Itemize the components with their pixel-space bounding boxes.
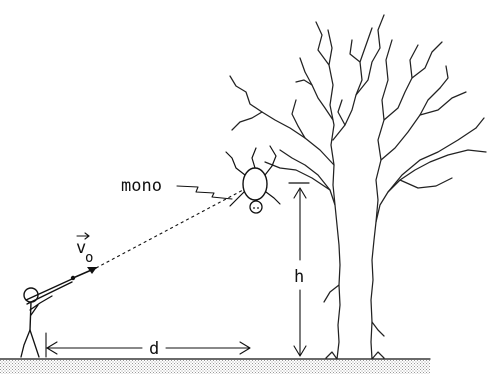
height-label: h: [294, 267, 304, 287]
tree: [229, 14, 487, 360]
monkey-figure: [225, 145, 281, 214]
monkey-pointer: [176, 185, 233, 200]
aim-line: [95, 189, 244, 269]
velocity-label: v o: [76, 232, 93, 266]
monkey-label: mono: [121, 176, 162, 196]
ground: [0, 358, 431, 374]
hunter-figure: [20, 278, 73, 358]
velocity-arrow: [70, 267, 97, 281]
height-dimension: [288, 182, 310, 357]
distance-dimension: [45, 332, 251, 358]
velocity-subscript: o: [85, 250, 93, 266]
distance-label: d: [149, 339, 159, 359]
velocity-symbol: v: [76, 238, 86, 258]
